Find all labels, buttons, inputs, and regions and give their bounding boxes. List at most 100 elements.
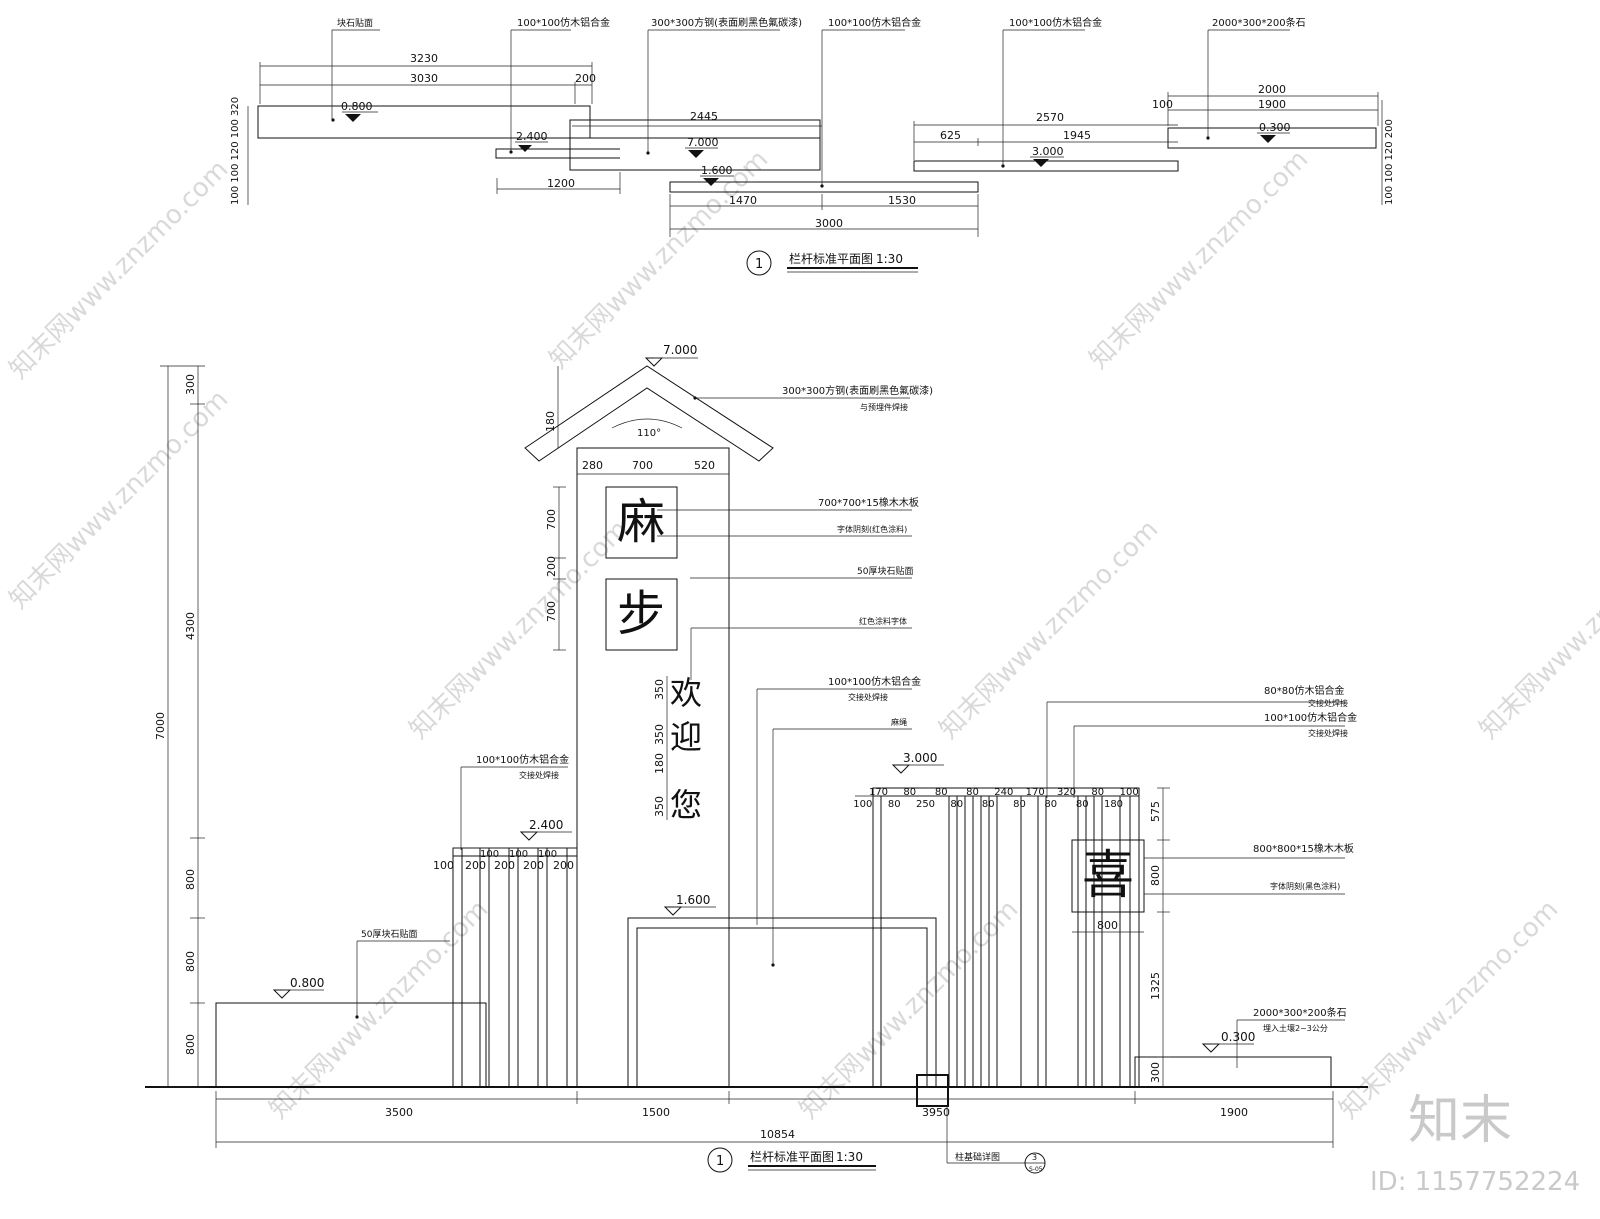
- dim-roof: 180: [544, 411, 557, 432]
- left-stone-wall: [215, 1002, 487, 1088]
- gate-dim: 80: [903, 787, 916, 798]
- gate-dim: 250: [916, 799, 935, 810]
- brand-logo: 知末: [1408, 1091, 1512, 1151]
- plan-label-rail-b: 100*100仿木铝合金: [828, 16, 921, 29]
- board-label: 700*700*15橡木木板: [818, 496, 919, 509]
- gate-dim: 80: [935, 787, 948, 798]
- tower-char-5: 您: [670, 786, 702, 824]
- caption-scale: 1:30: [836, 1150, 863, 1164]
- dim: 2000: [1258, 83, 1286, 96]
- watermark-text: 知末网www.znzmo.com: [4, 384, 235, 615]
- middle-label: 100*100仿木铝合金: [828, 675, 921, 688]
- dim: 1500: [642, 1106, 670, 1119]
- dim: 625: [940, 129, 961, 142]
- watermark-text: 知末网www.znzmo.com: [934, 514, 1165, 745]
- plan-view: 块石贴面 100*100仿木铝合金 300*300方钢(表面刷黑色氟碳漆) 10…: [230, 16, 1395, 276]
- gate-label-1: 80*80仿木铝合金: [1264, 684, 1344, 697]
- left-rail-label: 100*100仿木铝合金: [476, 753, 569, 766]
- brand-id: ID: 1157752224: [1370, 1167, 1580, 1197]
- dim: 200: [553, 859, 574, 872]
- tower-board-1: [605, 486, 678, 559]
- dim: 800: [1149, 865, 1162, 886]
- dim: 520: [694, 459, 715, 472]
- gate-dim: 80: [1013, 799, 1026, 810]
- tower-board-2: [605, 578, 678, 651]
- level-mark: 3.000: [1030, 145, 1064, 167]
- watermark-text: 知末网www.znzmo.com: [4, 154, 235, 385]
- dim: 1900: [1220, 1106, 1248, 1119]
- gate-board-label: 800*800*15橡木木板: [1253, 842, 1354, 855]
- dim: 100: [538, 849, 557, 860]
- dim: 100: [509, 849, 528, 860]
- svg-text:0.300: 0.300: [1259, 121, 1291, 134]
- detail-label: 柱基础详图: [955, 1151, 1000, 1163]
- level-mark: 2.400: [519, 818, 572, 841]
- plan-caption: 1 栏杆标准平面图 1:30: [746, 250, 918, 276]
- dim: 3030: [410, 72, 438, 85]
- dim: 3950: [922, 1106, 950, 1119]
- gate-dim: 180: [1104, 799, 1123, 810]
- svg-text:2.400: 2.400: [516, 130, 548, 143]
- svg-text:0.800: 0.800: [341, 100, 373, 113]
- gate-char: 喜: [1082, 846, 1134, 906]
- dim: 200: [465, 859, 486, 872]
- dim: 180: [653, 753, 666, 774]
- level-mark: 1.600: [700, 164, 734, 186]
- caption-title: 栏杆标准平面图: [789, 251, 873, 266]
- svg-text:3.000: 3.000: [903, 751, 937, 765]
- plan-kerb-stone: [1167, 127, 1377, 149]
- dim: 700: [632, 459, 653, 472]
- plan-label-rail-c: 100*100仿木铝合金: [1009, 16, 1102, 29]
- detail-ref: 3: [1032, 1153, 1037, 1162]
- dim: 200: [545, 556, 558, 577]
- dim: 1900: [1258, 98, 1286, 111]
- roof-sub: 与预埋件焊接: [860, 402, 908, 412]
- dim: 1530: [888, 194, 916, 207]
- gate-dim: 240: [994, 787, 1013, 798]
- level-mark: 7.000: [685, 136, 719, 158]
- svg-text:7.000: 7.000: [687, 136, 719, 149]
- gate-dim: 100: [1120, 787, 1139, 798]
- left-rail-sub: 交接处焊接: [519, 770, 559, 780]
- caption-title: 栏杆标准平面图: [750, 1149, 834, 1164]
- left-wall-label: 50厚块石贴面: [361, 928, 417, 940]
- level-mark: 0.300: [1257, 121, 1291, 143]
- dim-7000: 7000: [154, 712, 167, 740]
- elevation-caption: 1 栏杆标准平面图 1:30: [707, 1147, 876, 1173]
- level-mark: 2.400: [515, 130, 548, 152]
- gate-board: [1071, 839, 1145, 913]
- gate-dim: 100: [853, 799, 872, 810]
- dim-300: 300: [184, 374, 197, 395]
- level-mark: 0.300: [1201, 1030, 1255, 1053]
- elevation-view: 110° 麻 步 欢 迎 您: [145, 343, 1368, 1174]
- gate-dim: 320: [1057, 787, 1076, 798]
- plan-steel-block: [569, 137, 821, 171]
- dim: 280: [582, 459, 603, 472]
- caption-number: 1: [755, 257, 763, 272]
- plan-rail-lower: [669, 181, 979, 193]
- dim: 2570: [1036, 111, 1064, 124]
- watermark-text: 知末网www.znzmo.com: [1084, 144, 1315, 375]
- plan-rail-step: [495, 148, 571, 159]
- gate-dim: 170: [1026, 787, 1045, 798]
- stone-label: 50厚块石贴面: [857, 565, 913, 577]
- dim: 350: [653, 679, 666, 700]
- tower-char-4: 迎: [670, 718, 702, 756]
- svg-text:3.000: 3.000: [1032, 145, 1064, 158]
- watermark-layer: 知末网www.znzmo.com 知末网www.znzmo.com 知末网www…: [4, 144, 1600, 1125]
- caption-number: 1: [716, 1154, 724, 1169]
- level-mark: 0.800: [341, 100, 378, 122]
- gate-dim: 170: [869, 787, 888, 798]
- gate-dim: 80: [950, 799, 963, 810]
- gate-label-2: 100*100仿木铝合金: [1264, 711, 1357, 724]
- plan-stone-wall: [257, 105, 591, 139]
- level-mark: 3.000: [891, 751, 944, 774]
- middle-sub: 交接处焊接: [848, 692, 888, 702]
- dim: 2445: [690, 110, 718, 123]
- dim: 200: [575, 72, 596, 85]
- plan-label-stone: 块石贴面: [337, 17, 373, 29]
- level-mark: 0.800: [272, 976, 324, 999]
- kerb-stone: [1134, 1056, 1332, 1088]
- detail-marker: [916, 1074, 949, 1107]
